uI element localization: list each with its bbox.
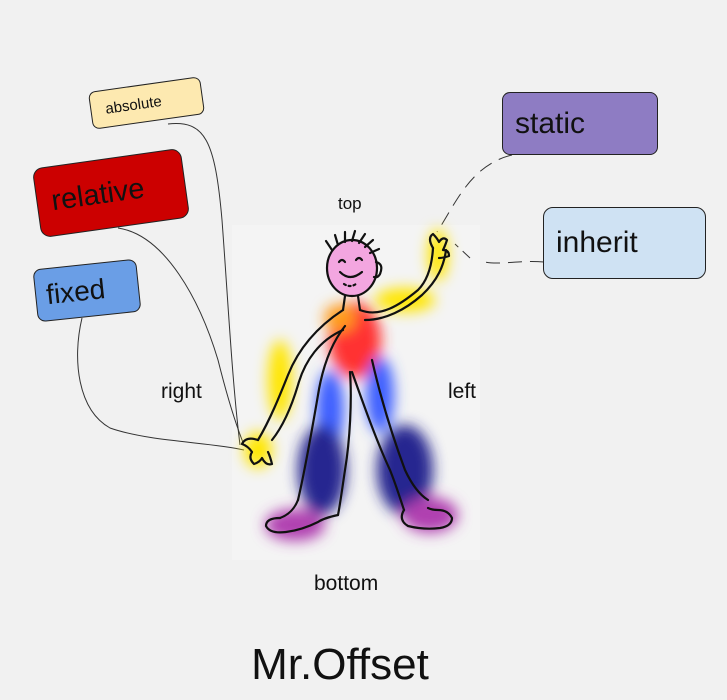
connector-inherit — [484, 261, 545, 264]
connector-absolute — [167, 123, 241, 446]
tag-inherit: inherit — [543, 207, 706, 279]
tag-static: static — [502, 92, 658, 155]
connector-fixed — [77, 317, 245, 451]
label-left: left — [448, 380, 477, 403]
connector-relative — [117, 227, 245, 446]
label-right: right — [161, 380, 202, 403]
stick-figure — [240, 229, 454, 534]
figure-head — [325, 238, 379, 298]
tag-fixed: fixed — [32, 258, 142, 323]
page-title: Mr.Offset — [251, 640, 429, 689]
label-bottom: bottom — [314, 572, 379, 595]
connector-inherit-tail — [454, 243, 471, 259]
connector-static — [436, 154, 513, 233]
label-top: top — [338, 194, 362, 213]
connector-lines — [77, 123, 545, 451]
